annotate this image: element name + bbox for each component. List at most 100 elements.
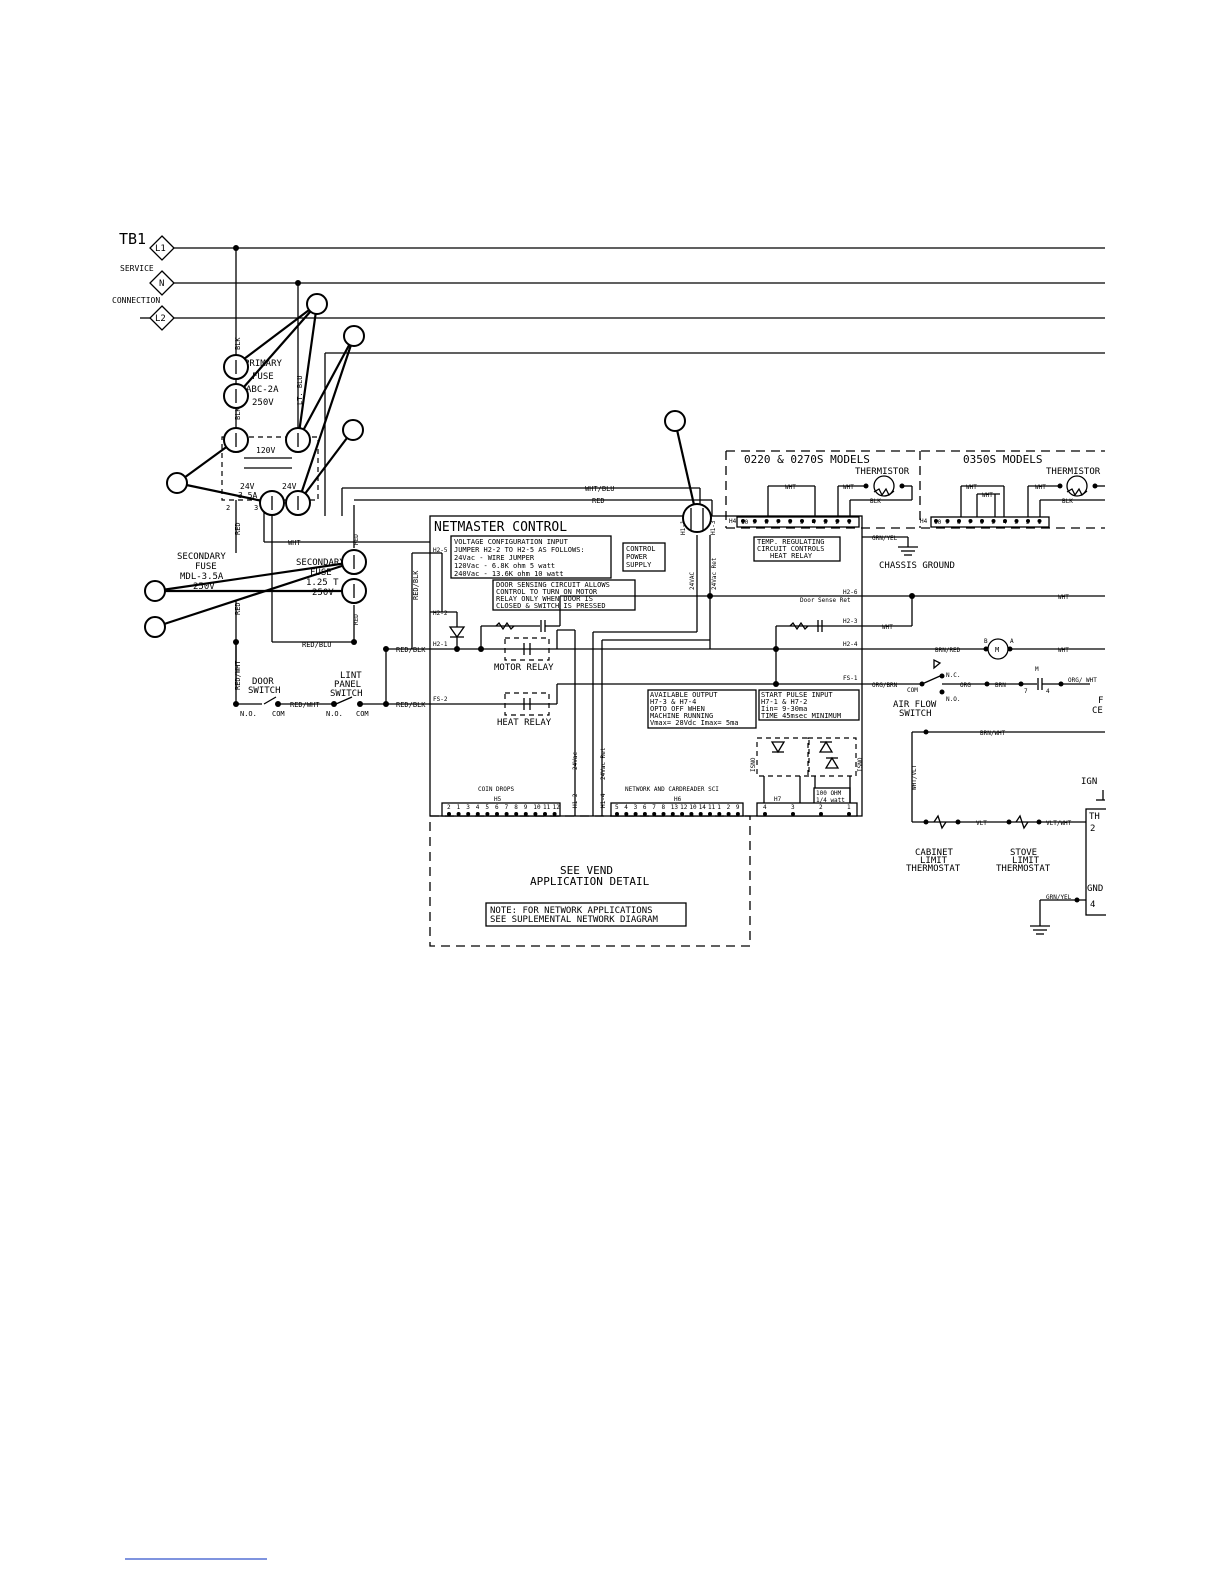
power-supply-3: SUPPLY	[626, 561, 652, 569]
wire-org-wht: ORG/ WHT	[1068, 677, 1097, 684]
pin-h1-2: H1-2	[572, 793, 579, 808]
h6-pin	[661, 812, 666, 816]
wire-label-blk: BLK	[234, 337, 242, 350]
door-switch-label1: DOOR	[252, 677, 274, 687]
wire-label-red-wht-vert: RED/WHT	[234, 660, 242, 690]
h4b-pin	[991, 519, 996, 523]
secondary-fuse-left-line1: SECONDARY	[177, 552, 226, 562]
label-24vac-ret-lower: 24Vac Ret	[600, 747, 607, 780]
h5-pin	[456, 812, 461, 816]
h6-pin-label: 9	[736, 804, 740, 811]
h7-pin	[847, 812, 851, 816]
wire-brn: BRN	[995, 682, 1006, 689]
h4b-pin	[1014, 519, 1019, 523]
voltage-note-3: 24Vac - WIRE JUMPER	[454, 554, 535, 562]
h5-pin	[543, 812, 547, 816]
avail-out-1: AVAILABLE OUTPUT	[650, 691, 718, 699]
terminal-l2-diamond	[149, 305, 175, 331]
start-pulse-note	[758, 689, 860, 721]
wire-brn-red: BRN/RED	[935, 647, 961, 654]
wire-org-brn: ORG/BRN	[872, 682, 898, 689]
h5-pin	[514, 812, 519, 816]
ign-gnd: GND	[1087, 884, 1103, 894]
door-switch-com: COM	[272, 710, 285, 718]
partial-label-ce: CE	[1092, 706, 1103, 716]
h6-pin-label: 13	[671, 804, 679, 811]
callout-circle	[144, 580, 166, 602]
wire-wht-a1: WHT	[785, 484, 796, 491]
callout-circle	[342, 419, 364, 441]
supply-bus-lines	[174, 245, 1105, 354]
thermistor-a	[873, 475, 895, 497]
h5-pin-label: 10	[533, 804, 541, 811]
h5-pin	[552, 812, 557, 816]
coin-drops-label: COIN DROPS	[478, 786, 515, 793]
primary-power-section: BLK BLK LT. BLU PRIMARY FUSE ABC-2A 250V…	[177, 248, 713, 704]
ign-label: IGN	[1081, 777, 1097, 787]
h4a-pin	[776, 519, 781, 523]
transformer-sec-left-a: 3.5A	[238, 491, 257, 500]
h6-pin-label: 5	[615, 804, 619, 811]
wire-grn-yel-ign: GRN/YEL	[1046, 894, 1072, 901]
cabinet-thermostat-1: CABINET	[915, 848, 954, 858]
partial-label-f: F	[1098, 696, 1103, 706]
chassis-ground-label: CHASSIS GROUND	[879, 561, 955, 571]
wire-label-red-top: RED	[353, 534, 360, 545]
thermistor-b-label: THERMISTOR	[1046, 467, 1101, 477]
label-24vac-lower: 24Vac	[572, 752, 579, 770]
h4b-pin	[957, 519, 961, 523]
avail-out-4: MACHINE RUNNING	[650, 712, 713, 720]
wire-wht-b3: WHT	[1035, 484, 1046, 491]
pin-h2-2: H2-2	[433, 610, 448, 617]
terminal-l1-label: L1	[155, 244, 166, 254]
h5-pin-label: 5	[485, 804, 489, 811]
h7-pin-label: 1	[847, 804, 851, 811]
terminal-n-diamond	[149, 270, 175, 296]
h4b-pin	[1026, 519, 1030, 523]
h6-pin	[735, 812, 740, 816]
callout-circle	[306, 293, 328, 315]
avail-out-5: Vmax= 28Vdc Imax= 5ma	[650, 719, 739, 727]
h4a-pin	[788, 519, 793, 523]
h4-label-b: H4	[920, 518, 928, 525]
voltage-note-4: 120Vac - 6.8K ohm 5 watt	[454, 562, 555, 570]
wire-blk-b: BLK	[1062, 498, 1073, 505]
h6-pin	[633, 812, 638, 816]
h6-pin-label: 7	[652, 804, 656, 811]
h6-pin-label: 8	[662, 804, 666, 811]
h4a-pin	[823, 519, 828, 523]
h7-label: H7	[774, 796, 782, 803]
h5-pin	[475, 812, 480, 816]
wire-wht-h2-6: WHT	[1058, 594, 1069, 601]
network-label: NETWORK AND CARDREADER SCI	[625, 786, 719, 793]
callout-circle	[166, 472, 188, 494]
h7-pin-label: 4	[763, 804, 767, 811]
ign-4: 4	[1090, 900, 1095, 910]
models-b-label: 0350S MODELS	[963, 453, 1042, 466]
avail-out-3: OPTO OFF WHEN	[650, 705, 705, 713]
wire-wht-b1: WHT	[966, 484, 977, 491]
temp-regulating-note	[753, 536, 841, 562]
vend-application-detail: SEE VEND APPLICATION DETAIL NOTE: FOR NE…	[429, 815, 751, 947]
callout-circle	[343, 325, 365, 347]
wire-wht-b2: WHT	[982, 492, 993, 499]
motor-b: B	[984, 638, 988, 645]
h5-pin-label: 3	[466, 804, 470, 811]
wire-wht-motor: WHT	[1058, 647, 1069, 654]
heat-relay-coil	[504, 692, 550, 716]
h6-label: H6	[674, 796, 682, 803]
h4b-pin	[968, 519, 973, 523]
h5-pin-label: 8	[514, 804, 518, 811]
vend-title-2: APPLICATION DETAIL	[530, 875, 650, 888]
h4b-pin-label: 10	[934, 519, 942, 526]
h4a-pin	[764, 519, 769, 523]
voltage-note-5: 240Vac - 13.6K ohm 10 watt	[454, 570, 564, 578]
h4a-pin	[800, 519, 804, 523]
pin-h2-4: H2-4	[843, 641, 858, 648]
h4b-pin	[1003, 519, 1007, 523]
available-output-note	[647, 689, 757, 729]
door-switch-label2: SWITCH	[248, 686, 281, 696]
